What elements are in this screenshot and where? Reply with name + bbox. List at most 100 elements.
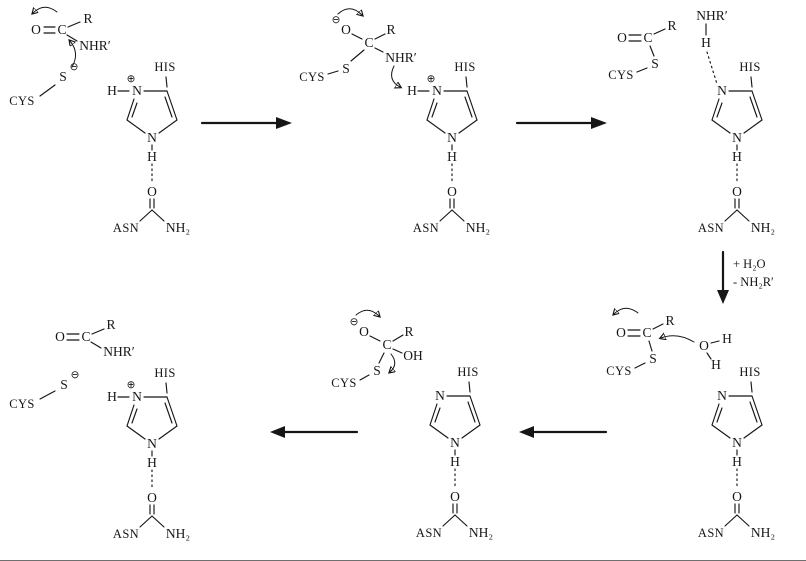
bond [466,90,478,121]
step2-tetrahedral-intermediate-1: ⊖ O C R NHR′ S CYS H ⊕ N HIS N H [299,8,490,235]
asn-amide: O ASN NH₂ [698,468,775,540]
bond [706,352,712,360]
asn-amide: O ASN NH₂ [416,468,493,540]
atom-R: R [106,317,115,332]
double-bond-line [749,96,758,118]
atom-O: O [147,184,157,199]
atom-C: C [382,337,391,352]
residue-asn: ASN [113,527,139,541]
step6-regenerated-enzyme: O C R NHR′ S ⊖ CYS H ⊕ N HIS N H [9,317,190,541]
bond [461,424,481,439]
atom-R: R [404,324,413,339]
atom-C: C [364,35,373,50]
imidazole-ring-protonated: H ⊕ N HIS N H [107,366,178,470]
bond [724,514,738,527]
residue-asn: ASN [416,526,442,540]
atom-O: O [617,30,627,45]
atom-C: C [642,325,651,340]
atom-S: S [373,363,381,378]
group-OH: OH [403,348,423,363]
atom-R: R [667,18,676,33]
residue-cys: CYS [608,68,634,82]
atom-N: N [132,83,142,98]
atom-O: O [55,329,65,344]
bond [165,382,168,394]
atom-H: H [450,454,460,469]
atom-N: N [732,130,742,145]
bond [465,76,468,88]
reaction-arrow-5 [270,426,359,438]
arrow-head [519,426,534,438]
atom-H: H [107,389,117,404]
atom-H: H [147,455,157,470]
bond [724,209,738,222]
atom-S: S [651,56,659,71]
bond [751,395,763,426]
bond [636,67,648,73]
bond [392,348,403,354]
atom-N: N [447,130,457,145]
atom-H: H [147,149,157,164]
residue-cys: CYS [606,364,632,378]
bond [751,90,763,121]
atom-S: S [649,351,657,366]
hydrogen-bond [706,51,718,85]
atom-O: O [616,325,626,340]
step1-nucleophilic-attack: O C R NHR′ S ⊖ CYS H ⊕ N HIS N H [9,7,190,235]
double-bond-line [716,102,723,118]
atom-O: O [699,338,709,353]
bond [374,33,386,40]
residue-his: HIS [739,60,760,74]
bond [90,341,102,349]
residue-his: HIS [154,60,175,74]
atom-N: N [147,436,157,451]
bond [439,209,453,222]
curved-arrow-oxyanion [337,8,362,15]
asn-amide: O ASN NH₂ [413,163,490,235]
bond [652,323,664,330]
group-NH2: NH₂ [166,220,190,235]
group-NHR: NHR′ [103,344,135,359]
reaction-arrow-3-down: + H₂O - NH₂R′ [717,250,774,304]
curved-arrow-proton-transfer [391,65,400,87]
atom-O: O [359,324,369,339]
double-bond-line [164,96,173,118]
atom-O: O [341,22,351,37]
atom-O: O [147,490,157,505]
atom-R: R [386,22,395,37]
atom-C: C [643,30,652,45]
atom-N: N [717,83,727,98]
double-bond-line [431,102,438,118]
double-bond-line [716,407,723,423]
curved-arrow-water-attack [661,336,695,343]
residue-his: HIS [457,365,478,379]
atom-H: H [722,331,732,346]
atom-H: H [407,83,417,98]
double-bond-line [131,408,138,424]
asn-amide: O ASN NH₂ [113,469,190,541]
bond [374,47,384,53]
minus-charge: ⊖ [350,316,359,328]
atom-S: S [59,69,67,84]
atom-N: N [435,388,445,403]
bond [711,98,720,121]
minus-charge: ⊖ [71,369,80,381]
bond [648,340,653,352]
atom-H: H [711,357,721,372]
bond [350,49,365,62]
curved-arrow-s-attack [70,41,76,68]
group-NHR: NHR′ [385,50,417,65]
atom-N: N [147,130,157,145]
bond [451,209,465,222]
atom-H: H [447,149,457,164]
atom-C: C [81,329,90,344]
bond [39,390,56,400]
bond [469,395,481,426]
bond [736,209,750,222]
bond [634,362,646,369]
double-bond-line [131,102,138,118]
bond [126,98,135,121]
atom-R: R [665,313,674,328]
residue-asn: ASN [698,221,724,235]
